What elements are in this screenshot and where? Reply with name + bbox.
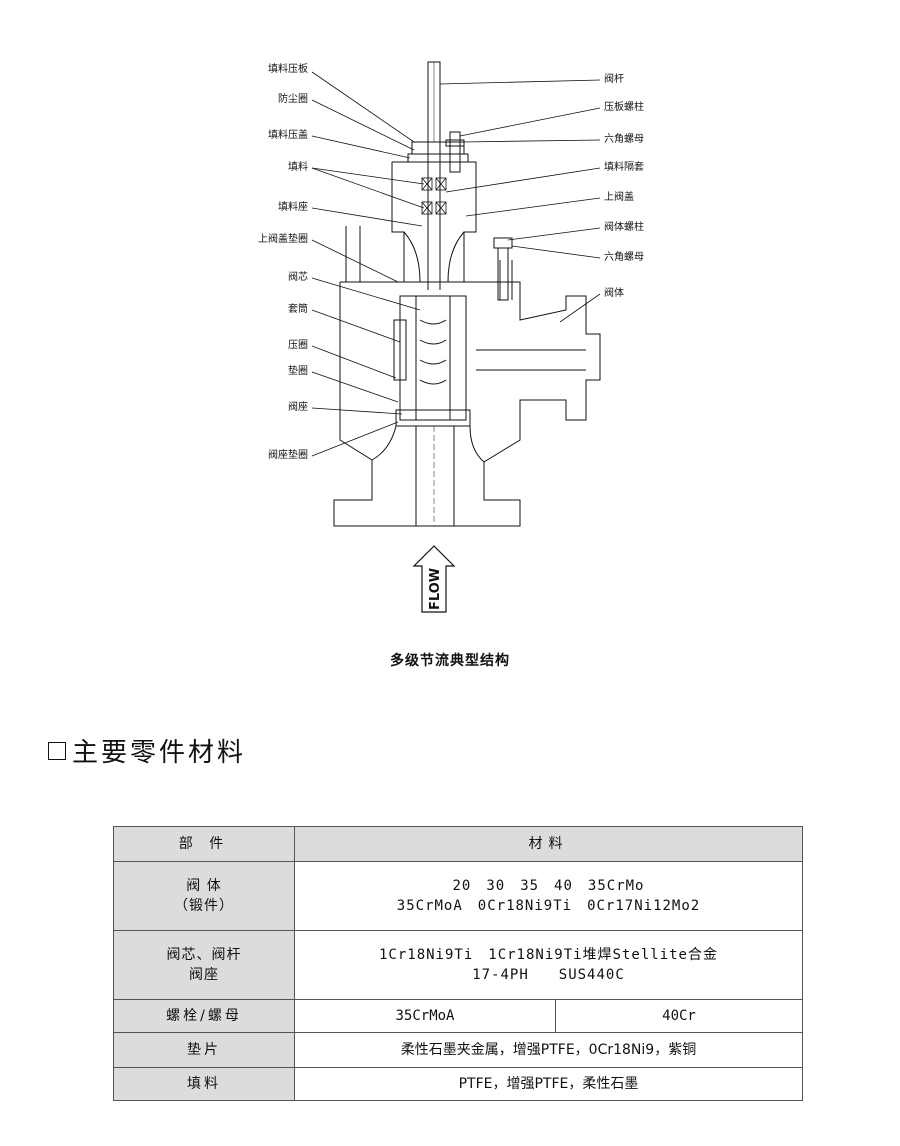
label-plug: 阀芯 (288, 270, 308, 283)
section-title-text: 主要零件材料 (72, 738, 247, 768)
diagram-caption: 多级节流典型结构 (390, 653, 510, 669)
flow-label: FLOW (428, 568, 443, 610)
materials-table: 部 件 材料 阀 体 （锻件） 20 30 35 40 35CrMo 35CrM… (113, 826, 803, 1101)
material-cell: 20 30 35 40 35CrMo 35CrMoA 0Cr18Ni9Ti 0C… (294, 861, 803, 931)
label-retainer: 压圈 (288, 339, 308, 351)
part-cell: 阀芯、阀杆 阀座 (113, 930, 295, 1000)
part-cell: 螺栓/螺母 (113, 999, 295, 1033)
label-stem: 阀杆 (604, 72, 624, 85)
label-packing-plate: 填料压板 (268, 62, 308, 75)
label-bonnet: 上阀盖 (604, 190, 634, 203)
table-row: 螺栓/螺母 35CrMoA 40Cr (113, 999, 803, 1033)
label-body-stud: 阀体螺柱 (604, 220, 644, 233)
header-material: 材料 (294, 826, 803, 862)
table-row: 阀 体 （锻件） 20 30 35 40 35CrMo 35CrMoA 0Cr1… (113, 861, 803, 931)
table-row: 垫片 柔性石墨夹金属，增强PTFE，0Cr18Ni9，紫铜 (113, 1032, 803, 1068)
table-header-row: 部 件 材料 (113, 826, 803, 862)
checkbox-square-icon (48, 741, 66, 760)
label-packing-seat: 填料座 (278, 200, 308, 213)
label-plate-stud: 压板螺柱 (604, 100, 644, 113)
part-cell: 垫片 (113, 1032, 295, 1068)
part-cell: 阀 体 （锻件） (113, 861, 295, 931)
material-cell: 柔性石墨夹金属，增强PTFE，0Cr18Ni9，紫铜 (294, 1032, 803, 1068)
label-seat: 阀座 (288, 400, 308, 413)
label-seat-gasket: 阀座垫圈 (268, 448, 308, 461)
section-title: 主要零件材料 (48, 732, 246, 769)
material-cell: PTFE，增强PTFE，柔性石墨 (294, 1067, 803, 1101)
label-bonnet-gasket: 上阀盖垫圈 (258, 232, 308, 245)
label-dust-ring: 防尘圈 (278, 92, 308, 105)
label-packing: 填料 (288, 160, 308, 173)
material-cell: 1Cr18Ni9Ti 1Cr18Ni9Ti堆焊Stellite合金 17-4PH… (294, 930, 803, 1000)
table-row: 阀芯、阀杆 阀座 1Cr18Ni9Ti 1Cr18Ni9Ti堆焊Stellite… (113, 930, 803, 1000)
label-cage: 套筒 (288, 302, 308, 315)
flow-arrow-icon: FLOW (412, 545, 456, 613)
material-cell-a: 35CrMoA (294, 999, 556, 1033)
label-packing-spacer: 填料隔套 (604, 160, 644, 173)
header-part: 部 件 (113, 826, 295, 862)
label-hex-nut-1: 六角螺母 (604, 133, 644, 145)
part-cell: 填料 (113, 1067, 295, 1101)
label-hex-nut-2: 六角螺母 (604, 251, 644, 263)
label-washer: 垫圈 (288, 364, 308, 377)
label-packing-gland: 填料压盖 (268, 128, 308, 141)
table-row: 填料 PTFE，增强PTFE，柔性石墨 (113, 1067, 803, 1101)
label-body: 阀体 (604, 286, 624, 299)
valve-structure-diagram: 填料压板 防尘圈 填料压盖 填料 填料座 上阀盖垫圈 阀芯 套筒 压圈 垫圈 阀… (258, 61, 644, 613)
material-cell-b: 40Cr (555, 999, 803, 1033)
